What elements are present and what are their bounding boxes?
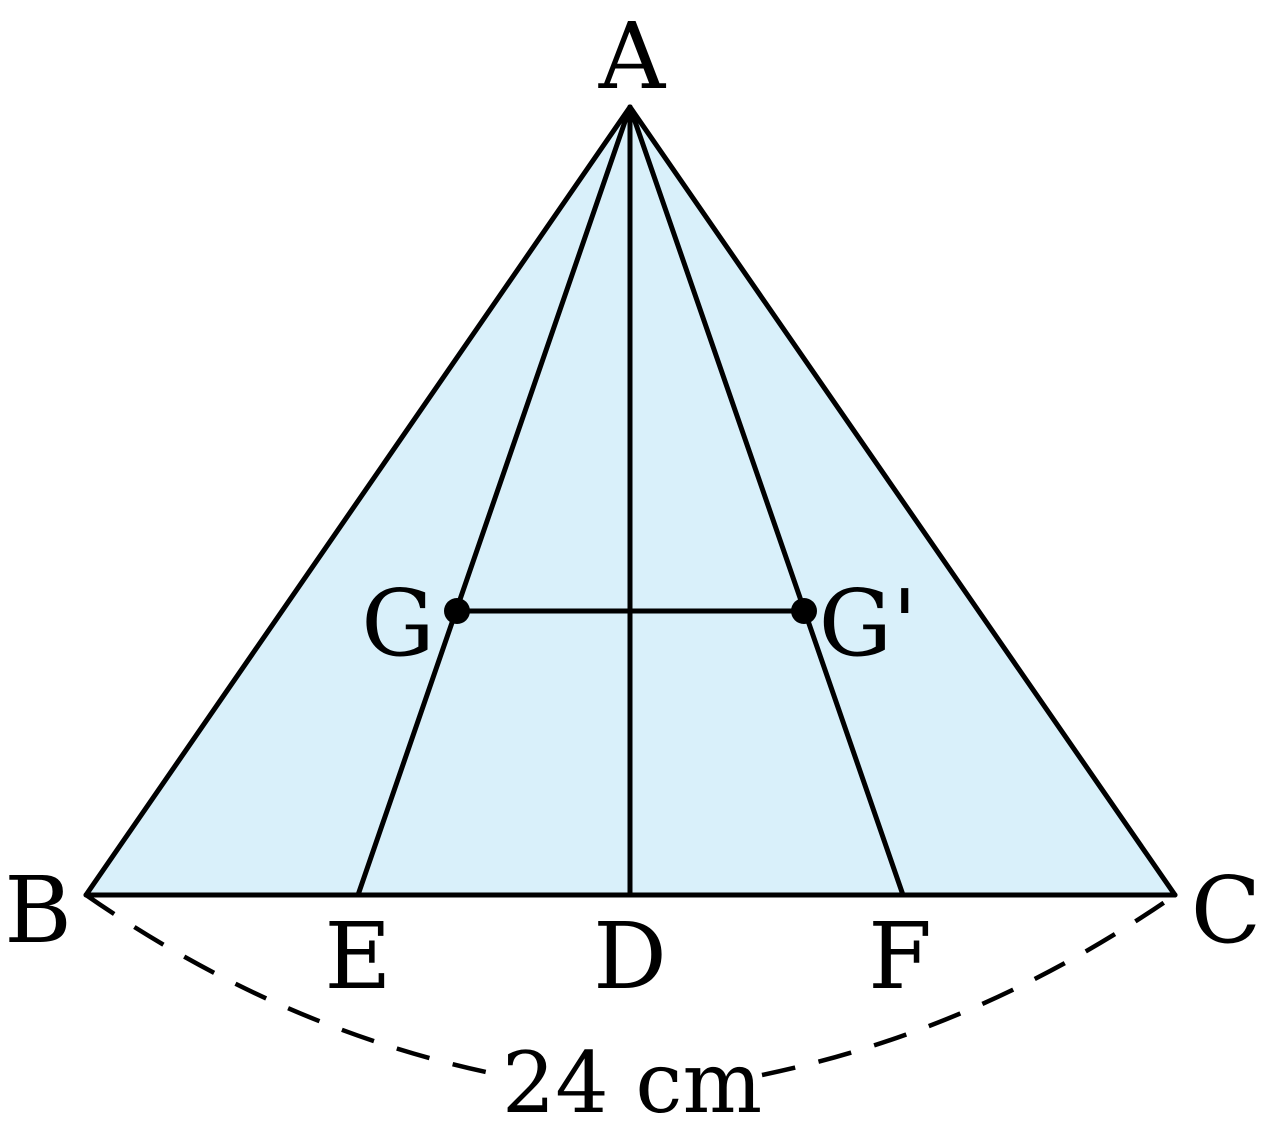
- segment-ae: [355, 104, 633, 898]
- side-ac: [627, 104, 1178, 898]
- segment-af: [627, 104, 906, 898]
- label-c: C: [1191, 857, 1261, 964]
- label-g-prime: G': [819, 570, 918, 677]
- side-ab: [83, 104, 633, 898]
- point-g-prime: [791, 598, 817, 624]
- label-a: A: [598, 3, 667, 110]
- label-d: D: [593, 903, 667, 1010]
- point-g: [444, 598, 470, 624]
- dimension-arc-right: [761, 893, 1177, 1078]
- label-g: G: [361, 570, 435, 677]
- label-b: B: [4, 857, 72, 964]
- dimension-arc-left: [84, 893, 501, 1078]
- base-length-label: 24 cm: [502, 1034, 762, 1132]
- label-f: F: [868, 903, 932, 1010]
- label-e: E: [324, 903, 391, 1010]
